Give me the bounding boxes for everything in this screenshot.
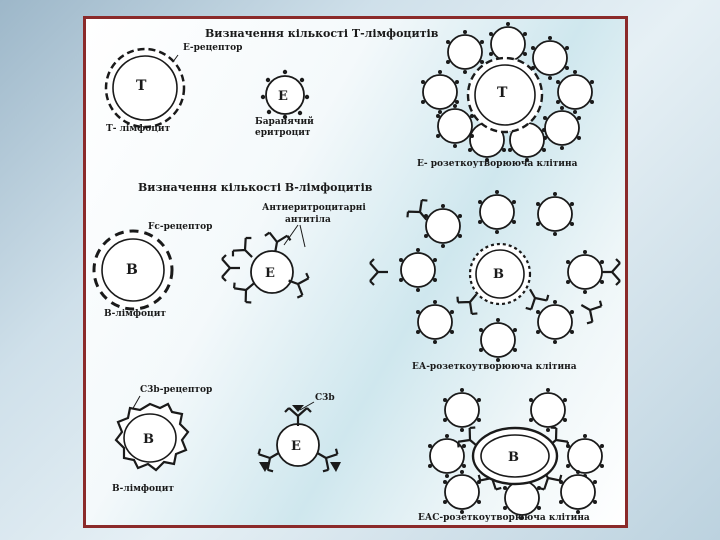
t-cell-letter: Т (136, 78, 147, 94)
erythrocyte-caption-2: еритроцит (255, 128, 311, 138)
e-receptor-label: Е-рецептор (183, 43, 242, 53)
erythrocyte-letter: Е (278, 89, 288, 104)
ea-rosette-caption: ЕА-розеткоутворююча клітина (412, 362, 577, 372)
e-rosette-letter: Т (497, 85, 508, 101)
c3b-receptor-label: С3b-рецептор (140, 385, 212, 395)
c3b-b-cell-letter: В (143, 432, 154, 447)
b-cell-letter: В (126, 262, 138, 278)
antibody-pointer-1 (284, 225, 298, 245)
antibody-label-1: Антиеритроцитарні (262, 203, 366, 213)
fc-receptor-label: Fc-рецептор (148, 222, 212, 232)
e-rosette-caption: Е- розеткоутворююча клітина (417, 159, 578, 169)
section-b-title: Визначення кількості В-лімфоцитів (138, 181, 373, 194)
antibody-pointer-2 (300, 225, 305, 247)
ea-erythrocyte-letter: Е (265, 266, 275, 281)
eac-erythrocyte-letter: Е (291, 439, 301, 454)
eac-rosette-caption: ЕАС-розеткоутворююча клітина (418, 513, 590, 523)
section-t-title: Визначення кількості Т-лімфоцитів (205, 27, 439, 40)
erythrocyte-caption-1: Баранячий (255, 116, 314, 127)
e-rosette-cell (421, 22, 594, 162)
ea-rosette-letter: В (493, 267, 504, 282)
t-cell-caption: Т- лімфоцит (106, 124, 171, 134)
b-cell-caption: В-лімфоцит (104, 309, 166, 319)
c3b-b-cell-caption: В-лімфоцит (112, 484, 174, 494)
antibody-label-2: антитіла (285, 215, 331, 225)
eac-rosette-letter: В (508, 450, 519, 465)
c3b-label: С3b (315, 393, 335, 403)
